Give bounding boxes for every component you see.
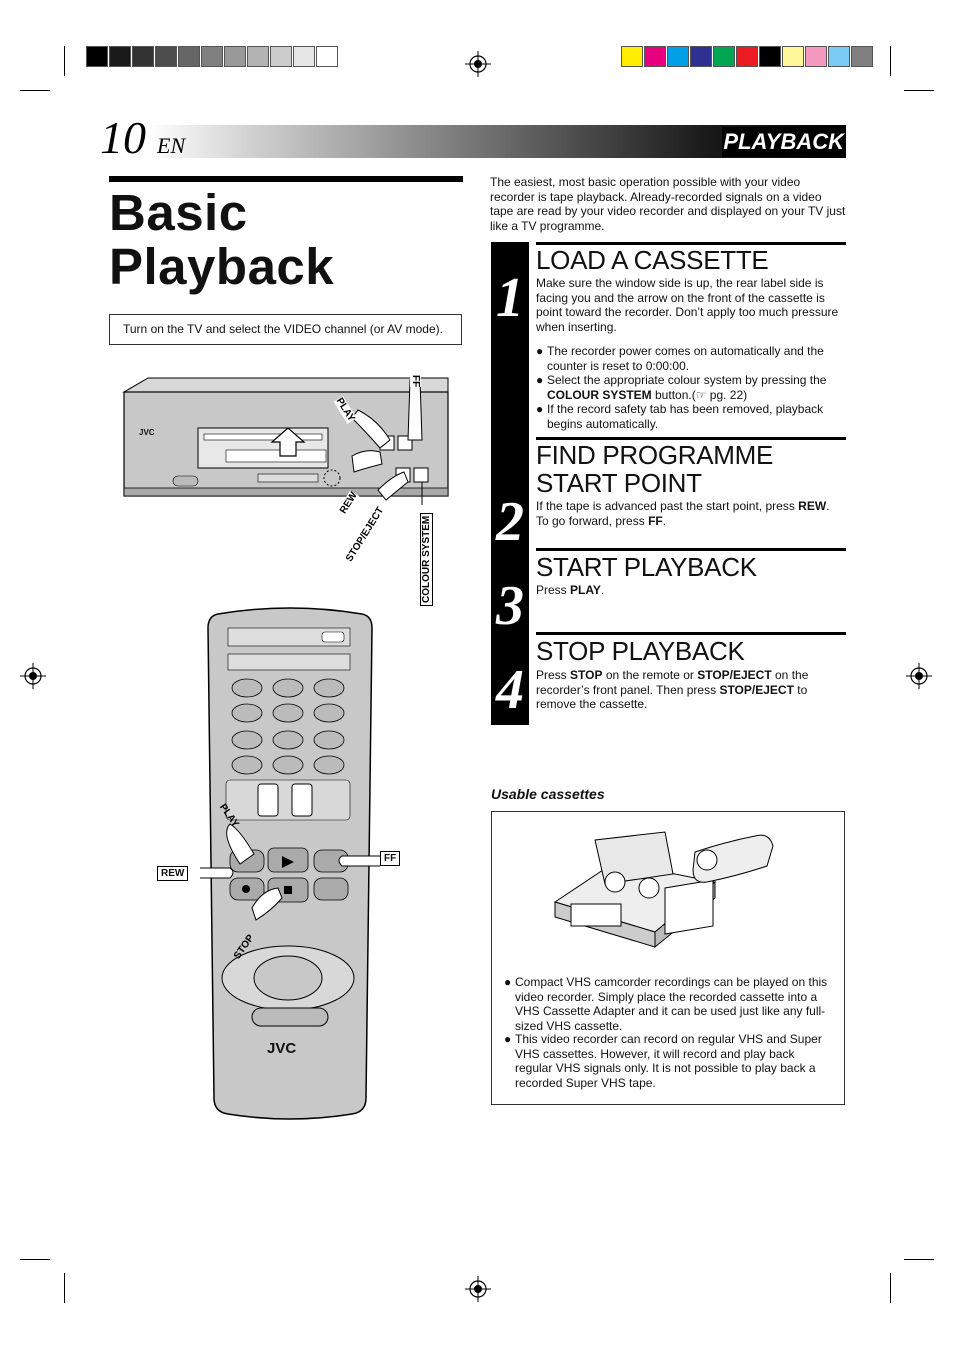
color-swatch — [851, 46, 873, 67]
remote-ff-label: FF — [380, 851, 401, 866]
step-text: Make sure the window side is up, the rea… — [536, 276, 839, 334]
step-heading: FIND PROGRAMME START POINT — [536, 440, 774, 498]
step-number: 1 — [496, 267, 524, 329]
step-rule — [536, 437, 846, 440]
usable-cassettes-heading: Usable cassettes — [491, 786, 605, 802]
usable-cassettes-box — [491, 811, 845, 1105]
step-bullet: ●If the record safety tab has been remov… — [536, 402, 824, 431]
step-heading: STOP PLAYBACK — [536, 636, 745, 666]
step-rule — [536, 548, 846, 551]
color-swatch — [224, 46, 246, 67]
color-swatch — [805, 46, 827, 67]
step-bullet: ●The recorder power comes on automatical… — [536, 344, 824, 373]
color-swatch — [759, 46, 781, 67]
crop-mark — [904, 90, 934, 91]
color-swatch — [155, 46, 177, 67]
step-text: If the tape is advanced past the start p… — [536, 499, 830, 528]
color-swatch — [644, 46, 666, 67]
step-bullet: ●Select the appropriate colour system by… — [536, 373, 827, 402]
section-label-box — [722, 127, 846, 157]
crop-mark — [904, 1259, 934, 1260]
step-number: 4 — [496, 659, 524, 721]
vcr-illustration — [122, 375, 449, 505]
registration-mark-icon — [20, 663, 46, 689]
step-text: Press PLAY. — [536, 583, 605, 597]
color-swatch — [621, 46, 643, 67]
color-swatch — [270, 46, 292, 67]
page-language-suffix: EN — [157, 133, 186, 158]
usable-bullet: ●This video recorder can record on regul… — [504, 1032, 822, 1090]
color-swatch — [132, 46, 154, 67]
crop-mark — [20, 1259, 50, 1260]
color-swatch — [828, 46, 850, 67]
page-number: 10 — [100, 112, 146, 163]
vcr-brand-logo: JVC — [139, 428, 155, 437]
crop-mark — [64, 46, 65, 76]
crop-mark — [20, 90, 50, 91]
color-swatch — [201, 46, 223, 67]
step-rule — [536, 242, 846, 245]
remote-brand-logo: JVC — [267, 1040, 297, 1057]
vcr-ff-label: FF — [410, 375, 421, 388]
color-swatch — [316, 46, 338, 67]
registration-mark-icon — [465, 51, 491, 77]
title-rule — [109, 176, 463, 182]
registration-mark-icon — [906, 663, 932, 689]
color-swatch — [86, 46, 108, 67]
step-heading: START PLAYBACK — [536, 552, 757, 582]
color-swatch — [690, 46, 712, 67]
color-swatch — [667, 46, 689, 67]
color-swatch — [247, 46, 269, 67]
remote-control-illustration — [200, 607, 380, 1120]
step-number: 3 — [496, 575, 524, 637]
crop-mark — [890, 1273, 891, 1303]
cassette-adapter-illustration — [553, 831, 774, 949]
step-number-bar — [491, 242, 529, 725]
step-heading: LOAD A CASSETTE — [536, 245, 769, 275]
color-swatch — [178, 46, 200, 67]
color-swatch — [713, 46, 735, 67]
color-swatch — [782, 46, 804, 67]
color-swatch — [736, 46, 758, 67]
tip-box: Turn on the TV and select the VIDEO chan… — [109, 314, 462, 345]
color-swatch — [109, 46, 131, 67]
registration-mark-icon — [465, 1276, 491, 1302]
step-number: 2 — [496, 491, 524, 553]
crop-mark — [64, 1273, 65, 1303]
crop-mark — [890, 46, 891, 76]
step-rule — [536, 632, 846, 635]
remote-rew-label: REW — [157, 866, 189, 881]
step-text: Press STOP on the remote or STOP/EJECT o… — [536, 668, 809, 712]
vcr-colour-system-label: COLOUR SYSTEM — [420, 512, 433, 606]
color-swatch — [293, 46, 315, 67]
intro-paragraph: The easiest, most basic operation possib… — [490, 175, 846, 233]
usable-bullet: ●Compact VHS camcorder recordings can be… — [504, 975, 828, 1033]
section-label: PLAYBACK — [723, 129, 844, 154]
